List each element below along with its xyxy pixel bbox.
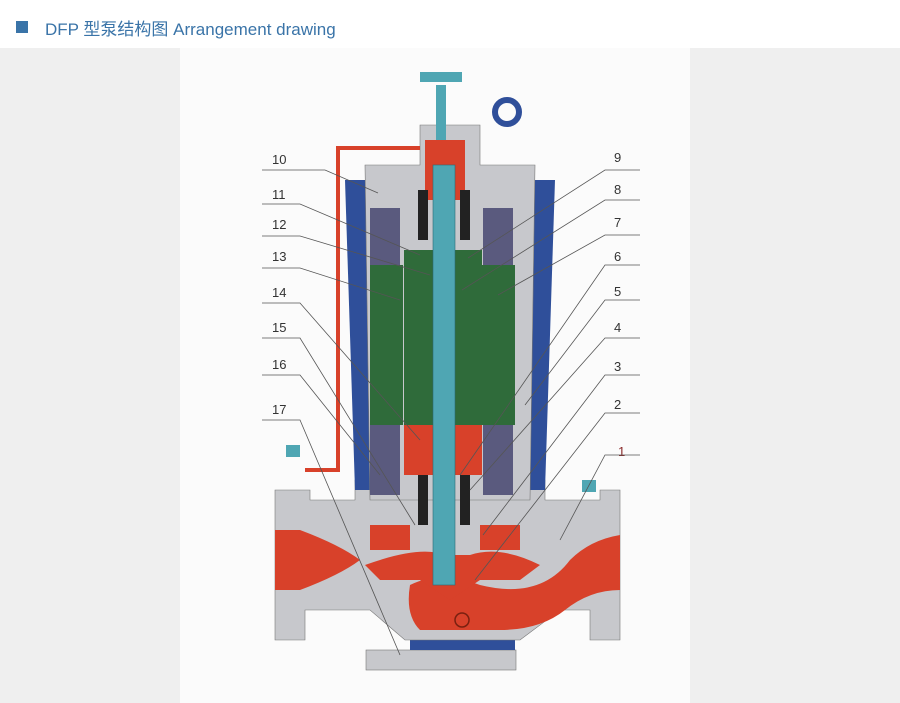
leader-11 — [262, 203, 421, 256]
leader-8 — [461, 199, 640, 291]
stator-winding-right-top — [483, 208, 513, 268]
leader-2 — [474, 412, 640, 581]
label-12: 12 — [272, 217, 286, 232]
label-2: 2 — [614, 397, 621, 412]
label-7: 7 — [614, 215, 621, 230]
leader-10 — [262, 169, 379, 194]
seal-housing-left — [370, 525, 410, 550]
label-5: 5 — [614, 284, 621, 299]
leader-4 — [469, 337, 640, 491]
outlet-volute — [408, 535, 620, 630]
leader-15 — [262, 337, 416, 526]
shaft — [432, 164, 456, 586]
leader-13 — [262, 267, 401, 301]
leader-17 — [262, 419, 401, 656]
leader-7 — [497, 234, 640, 296]
label-6: 6 — [614, 249, 621, 264]
label-9: 9 — [614, 150, 621, 165]
page-header: DFP 型泵结构图 Arrangement drawing — [16, 16, 336, 39]
label-16: 16 — [272, 357, 286, 372]
base-plate — [365, 649, 517, 671]
stator-winding-right-bottom — [483, 420, 513, 495]
bearing-top-left — [418, 190, 428, 240]
leader-16 — [262, 374, 381, 476]
label-8: 8 — [614, 182, 621, 197]
leader-14 — [262, 302, 421, 441]
seal-housing-right — [480, 525, 520, 550]
right-labels: 9 8 7 6 5 4 3 2 1 — [459, 150, 640, 581]
drain-plug — [454, 612, 470, 628]
gauge-plug-left — [286, 445, 300, 457]
leader-5 — [524, 299, 640, 406]
leader-12 — [262, 235, 431, 276]
label-15: 15 — [272, 320, 286, 335]
label-10: 10 — [272, 152, 286, 167]
bearing-top-right — [460, 190, 470, 240]
vent-valve-handle — [420, 72, 462, 82]
label-3: 3 — [614, 359, 621, 374]
inlet-channel — [275, 530, 360, 590]
label-4: 4 — [614, 320, 621, 335]
label-14: 14 — [272, 285, 286, 300]
leader-6 — [459, 264, 640, 476]
stator-core-right — [482, 265, 515, 425]
header-square-icon — [16, 21, 28, 33]
leader-9 — [467, 169, 640, 259]
label-17: 17 — [272, 402, 286, 417]
vent-valve-stem — [436, 85, 446, 140]
leader-1 — [559, 454, 640, 541]
leader-3 — [482, 374, 640, 536]
label-1: 1 — [618, 444, 625, 459]
stator-winding-left-top — [370, 208, 400, 268]
bearing-bottom-left — [418, 475, 428, 525]
stator-core-left — [370, 265, 403, 425]
label-11: 11 — [272, 187, 286, 202]
page-title: DFP 型泵结构图 Arrangement drawing — [45, 19, 336, 39]
bearing-bottom-right — [460, 475, 470, 525]
label-13: 13 — [272, 249, 286, 264]
stator-winding-left-bottom — [370, 420, 400, 495]
left-labels: 10 11 12 13 14 15 16 17 — [262, 152, 431, 656]
lifting-eye-bolt — [492, 97, 522, 127]
